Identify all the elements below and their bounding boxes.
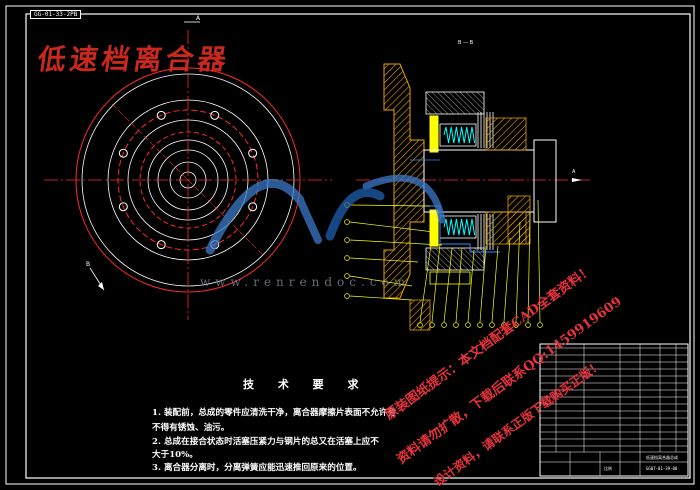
- requirements-title: 技 术 要 求: [243, 378, 369, 391]
- view-label-a: A: [196, 15, 201, 22]
- balloon: [441, 322, 447, 328]
- balloon: [429, 322, 435, 328]
- leader-line: [479, 245, 487, 323]
- front-view: [44, 21, 332, 320]
- balloon: [344, 219, 350, 225]
- leader-line: [349, 275, 413, 287]
- leader-line: [467, 249, 475, 323]
- balloon: [344, 255, 350, 261]
- bolt-hole: [210, 110, 220, 120]
- bolt-hole: [118, 202, 128, 212]
- leader-line: [503, 237, 511, 323]
- leader-line: [537, 199, 541, 323]
- leader-line: [349, 221, 435, 233]
- balloon: [537, 322, 543, 328]
- requirement-line: 1. 装配前，总成的零件应清洗干净，离合器摩擦片表面不允许有: [152, 408, 396, 418]
- bolt-hole: [118, 148, 128, 158]
- leader-line: [443, 247, 453, 323]
- bolt-hole: [248, 202, 258, 212]
- leader-line: [515, 221, 521, 323]
- balloon: [344, 273, 350, 279]
- requirement-line: 3. 离合器分离时，分离弹簧应能迅速推回原来的位置。: [152, 463, 362, 473]
- balloon: [344, 293, 350, 299]
- balloon: [465, 322, 471, 328]
- title-block-name: 低速档离合器总成: [646, 455, 678, 460]
- bolt-hole: [156, 110, 166, 120]
- leader-line: [419, 237, 433, 323]
- outer-frame: [5, 5, 695, 485]
- leader-line: [455, 247, 463, 323]
- leader-line: [491, 245, 499, 323]
- watermark-site: www.renrendoc.com: [200, 275, 411, 289]
- bolt-hole: [248, 148, 258, 158]
- view-label-b: B: [86, 261, 90, 268]
- inner-frame: [25, 13, 691, 479]
- leader-line: [349, 239, 443, 246]
- balloon: [344, 237, 350, 243]
- title-block-number: GG07-01-39-00: [646, 466, 678, 471]
- balloon: [477, 322, 483, 328]
- requirement-line: 不得有锈蚀、油污。: [152, 423, 230, 433]
- leader-line: [431, 243, 441, 323]
- bolt-hole: [156, 240, 166, 250]
- drawing-code-box: GG-01-33-2PB: [30, 10, 82, 19]
- balloon: [525, 322, 531, 328]
- title-block-scale: 比例: [604, 466, 612, 471]
- balloon: [417, 322, 423, 328]
- view-label-a-right: A: [572, 169, 576, 175]
- requirement-line: 大于10%。: [152, 450, 198, 460]
- part-leaders: [344, 199, 543, 328]
- leader-line: [349, 204, 431, 207]
- leader-line: [527, 211, 531, 323]
- balloon: [453, 322, 459, 328]
- balloon: [501, 322, 507, 328]
- balloon: [489, 322, 495, 328]
- requirement-line: 2. 总成在接合状态时活塞压紧力与钢片的总又在活塞上应不: [152, 437, 379, 447]
- drawing-title-overlay: 低速档离合器: [35, 43, 233, 76]
- leader-line: [349, 257, 419, 263]
- watermark-logo: [205, 174, 446, 255]
- parts-list: [539, 343, 689, 477]
- leader-line: [349, 295, 413, 301]
- balloon: [513, 322, 519, 328]
- section-label: B — B: [458, 40, 474, 46]
